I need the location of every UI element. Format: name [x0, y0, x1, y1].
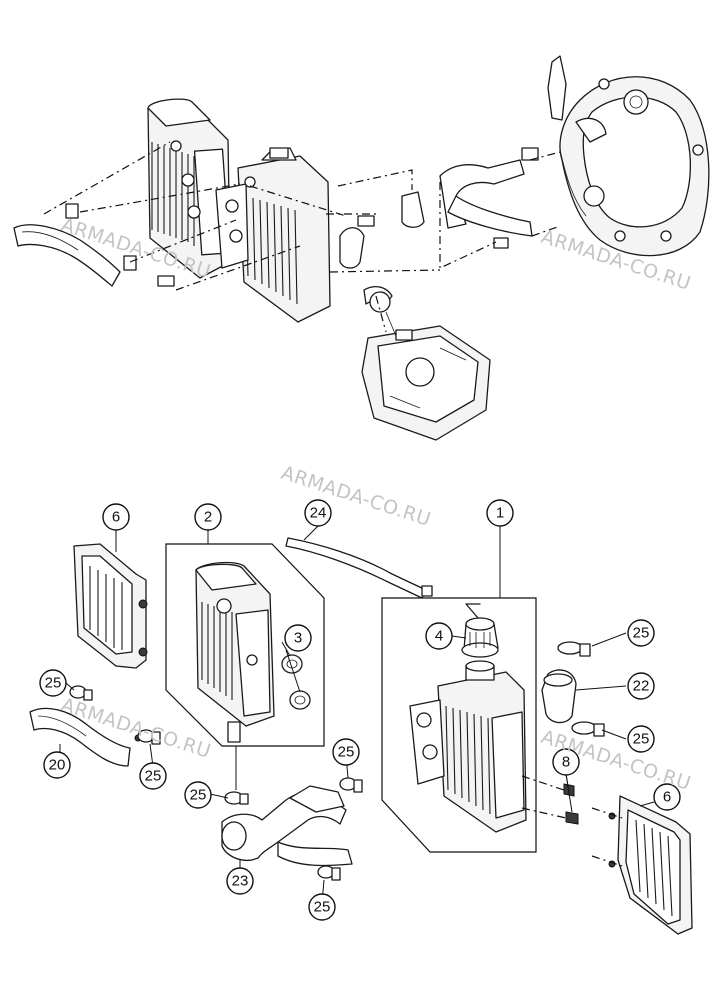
clamp — [317, 865, 341, 881]
callout-1: 1 — [486, 499, 514, 527]
screws-8 — [521, 775, 579, 825]
assembly-overview — [13, 55, 710, 441]
radiator-guard-left — [73, 543, 148, 669]
clamp — [557, 641, 591, 657]
assembly-box-1 — [381, 597, 537, 853]
overview-right-radiator — [215, 147, 331, 323]
svg-text:20: 20 — [49, 757, 66, 774]
overview-cylinder-head — [361, 291, 491, 441]
callout-6-right: 6 — [653, 783, 681, 811]
svg-text:23: 23 — [232, 873, 249, 890]
overview-left-hose — [13, 224, 121, 287]
callout-25-mid-left: 25 — [139, 762, 167, 790]
assembly-box-2 — [165, 543, 325, 747]
callout-22: 22 — [627, 672, 655, 700]
svg-text:3: 3 — [294, 630, 302, 647]
svg-text:24: 24 — [310, 505, 327, 522]
callout-23: 23 — [226, 867, 254, 895]
parts-detail: 6 2 24 1 3 4 25 22 25 8 6 25 20 25 25 25… — [29, 499, 693, 935]
callout-2: 2 — [194, 503, 222, 531]
svg-text:4: 4 — [435, 628, 443, 645]
svg-text:25: 25 — [633, 731, 650, 748]
clamp — [137, 729, 161, 745]
svg-text:25: 25 — [45, 675, 62, 692]
svg-text:8: 8 — [562, 754, 570, 771]
hose-assembly-23 — [221, 785, 353, 867]
overflow-hose-24 — [285, 537, 433, 599]
radiator-cap-4 — [461, 603, 499, 658]
overview-hoses — [363, 159, 533, 307]
callout-25-bottom: 25 — [308, 893, 336, 921]
callout-25-left: 25 — [39, 669, 67, 697]
svg-text:22: 22 — [633, 678, 650, 695]
radiator-right — [409, 660, 527, 833]
radiator-guard-right — [591, 795, 693, 935]
svg-text:1: 1 — [496, 505, 504, 522]
radiator-left — [195, 561, 275, 743]
callout-3: 3 — [284, 624, 312, 652]
svg-text:25: 25 — [338, 744, 355, 761]
callout-4: 4 — [425, 622, 453, 650]
callout-24: 24 — [304, 499, 332, 527]
callout-25-top-right: 25 — [627, 619, 655, 647]
short-hose-22 — [541, 669, 577, 724]
overview-assembly-lines — [43, 141, 561, 333]
svg-text:6: 6 — [663, 789, 671, 806]
callout-25-right: 25 — [627, 725, 655, 753]
clamp — [339, 777, 363, 793]
svg-text:25: 25 — [190, 787, 207, 804]
watermark: ARMADA-CO.RU — [278, 462, 433, 531]
svg-text:6: 6 — [112, 509, 120, 526]
hose-clamps-25 — [69, 641, 605, 881]
overview-clamps — [65, 147, 539, 287]
callout-25-mid: 25 — [332, 738, 360, 766]
svg-text:25: 25 — [145, 768, 162, 785]
callout-6-left: 6 — [102, 503, 130, 531]
svg-text:25: 25 — [633, 625, 650, 642]
callout-25-center: 25 — [184, 781, 212, 809]
clamp — [69, 685, 93, 701]
clamp — [571, 721, 605, 737]
grommets-3 — [281, 654, 311, 710]
overview-engine-case — [547, 55, 710, 257]
svg-text:2: 2 — [204, 509, 212, 526]
clamp — [224, 791, 249, 805]
callout-20: 20 — [43, 751, 71, 779]
callout-8: 8 — [552, 748, 580, 776]
svg-text:25: 25 — [314, 899, 331, 916]
